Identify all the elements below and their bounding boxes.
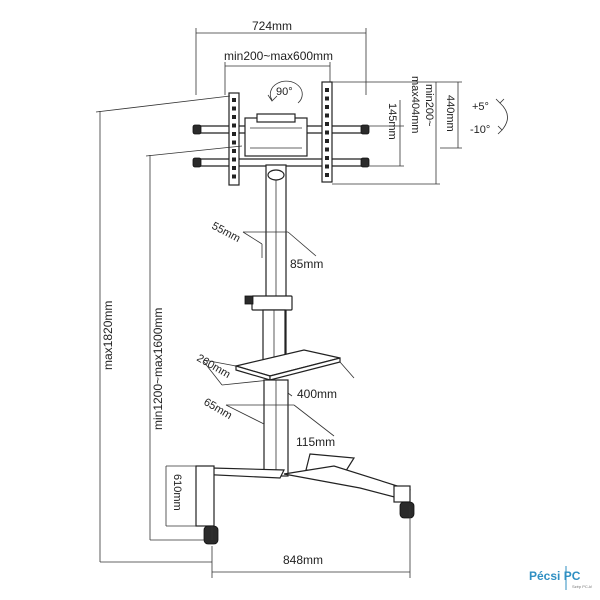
total-bracket-height-dimension: 440mm	[440, 81, 462, 149]
rail-hole	[325, 173, 329, 177]
brand-logo: Pécsi PC Szép PC-k!	[529, 566, 592, 590]
vesa-width-label: min200~max600mm	[224, 49, 333, 63]
rail-hole	[232, 115, 236, 119]
rail-hole	[232, 149, 236, 153]
logo-text: Pécsi PC	[529, 569, 581, 583]
logo-tagline: Szép PC-k!	[572, 584, 592, 589]
mounting-bracket	[192, 81, 370, 186]
lower-column	[263, 379, 289, 477]
vesa-width-dimension: min200~max600mm	[224, 49, 333, 95]
max-height-dimension: max1820mm	[95, 95, 231, 563]
base-frame	[195, 453, 415, 545]
rail-hole	[232, 132, 236, 136]
lower-column-width-label: 115mm	[296, 435, 335, 449]
rail-hole	[325, 113, 329, 118]
rail-hole	[325, 122, 329, 126]
rail-hole	[325, 88, 329, 92]
height-range-label: min1200~max1600mm	[151, 308, 165, 430]
left-rail-holes	[232, 98, 236, 179]
tilt-indicator: +5° -10°	[470, 98, 508, 136]
rail-hole	[232, 166, 236, 170]
right-rail-holes	[325, 88, 329, 177]
tilt-up-label: +5°	[472, 101, 489, 113]
base-width-label: 848mm	[283, 553, 323, 567]
rail-hole	[232, 157, 236, 162]
shelf-depth-label: 260mm	[195, 352, 233, 381]
top-width-label: 724mm	[252, 19, 292, 33]
rail-hole	[325, 130, 329, 135]
rail-hole	[232, 106, 236, 111]
base-depth-label: 610mm	[171, 474, 183, 511]
rail-hole	[325, 164, 329, 169]
vesa-height-dimension: min200~ max404mm	[332, 76, 440, 185]
rail-hole	[232, 98, 236, 102]
column-depth-label: 55mm	[210, 220, 243, 245]
rotation-indicator: 90°	[267, 80, 303, 104]
rail-hole	[232, 174, 236, 179]
rail-hole	[325, 96, 329, 101]
base-depth-dimension: 610mm	[165, 465, 196, 527]
bracket-height-dimension: 145mm	[366, 100, 404, 167]
rail-hole	[232, 140, 236, 145]
lower-column-depth-label: 65mm	[202, 396, 234, 422]
rail-hole	[325, 147, 329, 152]
rotation-label: 90°	[276, 86, 293, 98]
tilt-down-label: -10°	[470, 124, 490, 136]
vesa-height-label-1: min200~	[423, 84, 435, 127]
column-clamp	[244, 295, 293, 361]
rail-hole	[325, 156, 329, 160]
rail-hole	[232, 123, 236, 128]
column-width-label: 85mm	[290, 257, 323, 271]
base-width-dimension: 848mm	[211, 506, 411, 578]
vesa-height-label-2: max404mm	[409, 76, 421, 133]
max-height-label: max1820mm	[101, 301, 115, 370]
total-bracket-height-label: 440mm	[444, 95, 456, 132]
height-range-dimension: min1200~max1600mm	[145, 145, 243, 541]
bracket-height-label: 145mm	[386, 103, 398, 140]
top-width-dimension: 724mm	[195, 19, 367, 95]
shelf-width-label: 400mm	[297, 387, 337, 401]
rail-hole	[325, 105, 329, 109]
rail-hole	[325, 139, 329, 143]
shelf	[233, 349, 341, 381]
